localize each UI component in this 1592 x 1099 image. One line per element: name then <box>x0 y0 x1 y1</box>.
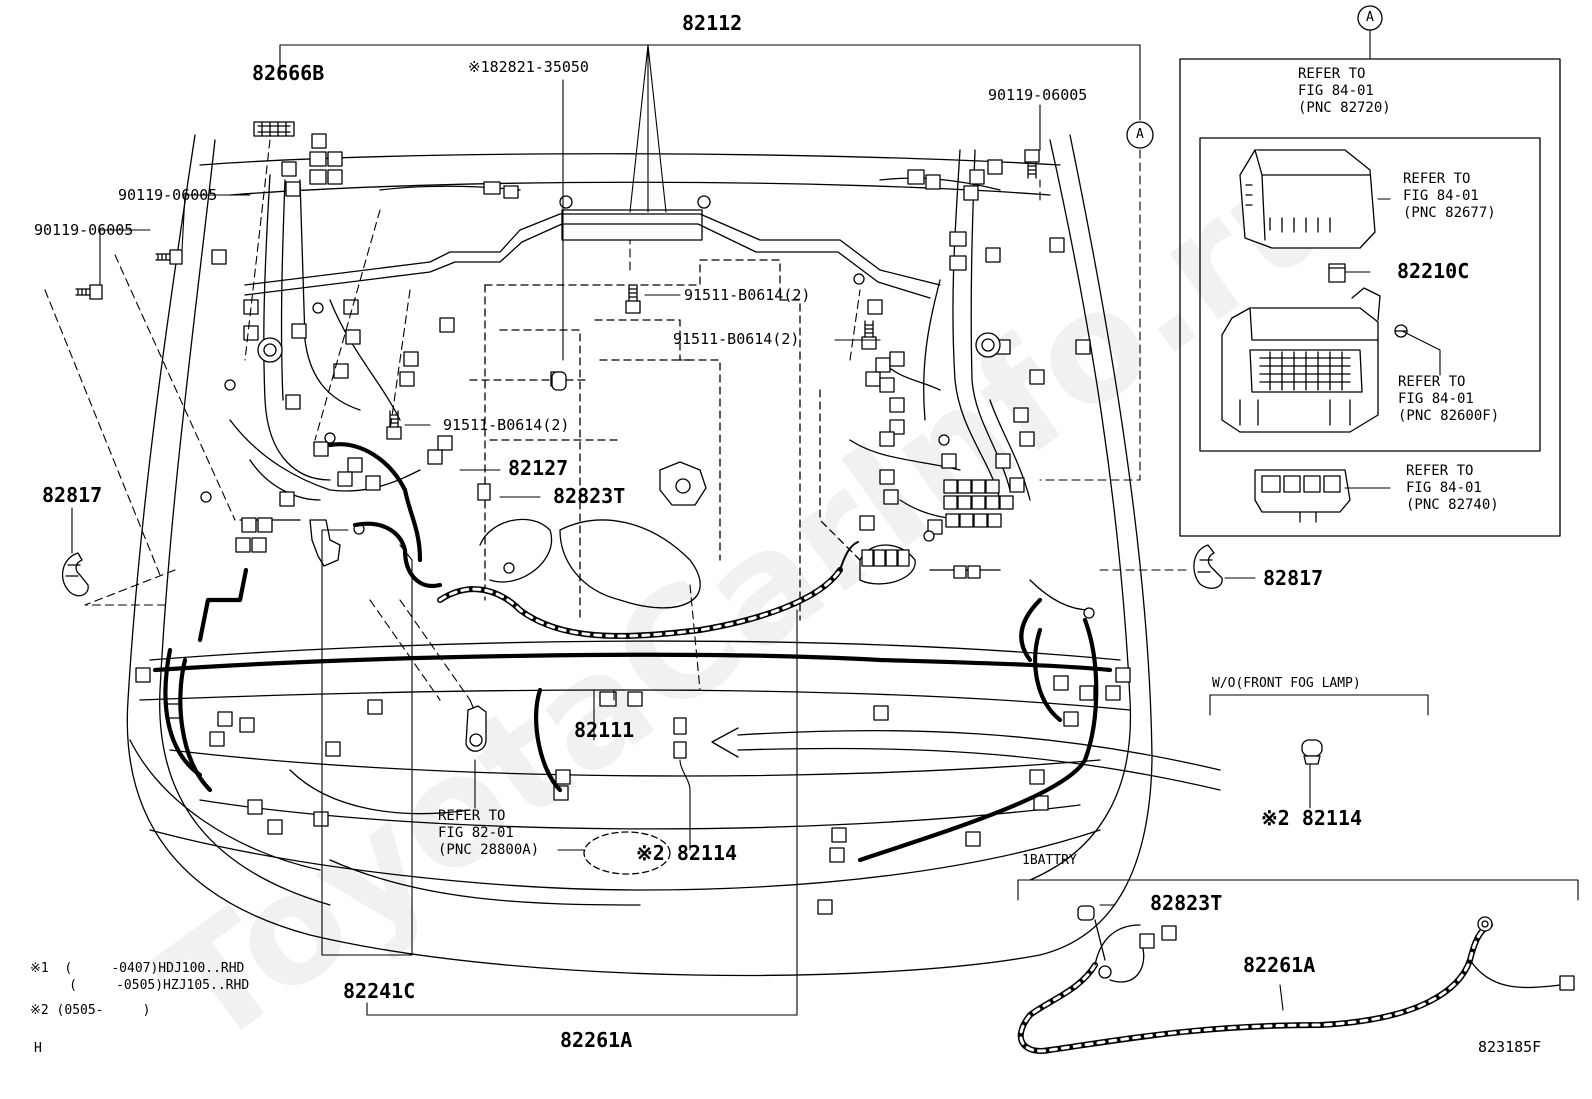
clip-82817-right <box>1193 544 1223 589</box>
callout-a-main: A <box>1136 127 1144 142</box>
part-82823t-main[interactable]: 82823T <box>553 484 626 508</box>
relay-block <box>1254 469 1351 523</box>
part-82114-fog[interactable]: ※2 82114 <box>1261 806 1363 830</box>
footnote-2: ※2 (0505- ) <box>30 1003 151 1018</box>
part-82666b[interactable]: 82666B <box>252 61 325 85</box>
part-90119-left-b[interactable]: 90119-06005 <box>34 221 134 239</box>
figure-code: 823185F <box>1478 1038 1542 1056</box>
part-91511-c[interactable]: 91511-B0614(2) <box>443 416 570 434</box>
ref-pnc-28800a[interactable]: REFER TO FIG 82-01 (PNC 28800A) <box>438 808 540 858</box>
junction-block <box>1221 287 1381 433</box>
corner-mark: H <box>34 1041 42 1056</box>
callout-a-top: A <box>1366 10 1374 25</box>
ref-pnc-82600f[interactable]: REFER TO FIG 84-01 (PNC 82600F) <box>1398 374 1500 424</box>
ref-pnc-82677[interactable]: REFER TO FIG 84-01 (PNC 82677) <box>1403 171 1496 221</box>
part-82127[interactable]: 82127 <box>508 456 569 480</box>
dashed-leaders <box>44 139 1191 713</box>
part-82261a-main[interactable]: 82261A <box>560 1028 633 1052</box>
section-fog-lamp: W/O(FRONT FOG LAMP) <box>1212 676 1361 691</box>
reference-oval <box>583 831 671 875</box>
harness-82261a <box>437 541 859 639</box>
harness-wires <box>229 149 1091 611</box>
part-91511-a[interactable]: 91511-B0614(2) <box>684 286 811 304</box>
part-90119-left-a[interactable]: 90119-06005 <box>118 186 218 204</box>
engine-details <box>479 461 916 609</box>
footnote-1b: ( -0505)HZJ105..RHD <box>30 978 250 993</box>
clip-82817-left <box>61 552 89 597</box>
part-82114-main[interactable]: ※2 82114 <box>636 841 738 865</box>
fuse-box-cover <box>1239 149 1376 249</box>
part-82112[interactable]: 82112 <box>682 11 743 35</box>
engine-block <box>469 259 861 621</box>
harness-top <box>244 177 1001 299</box>
harness-main <box>152 442 1113 863</box>
part-82241c[interactable]: 82241C <box>343 979 416 1003</box>
part-91511-b[interactable]: 91511-B0614(2) <box>673 330 800 348</box>
part-82823t-battery[interactable]: 82823T <box>1150 891 1223 915</box>
part-82261a-battery[interactable]: 82261A <box>1243 953 1316 977</box>
callout-circles <box>1126 5 1383 149</box>
grommets <box>200 273 1095 619</box>
part-82210c[interactable]: 82210C <box>1397 259 1470 283</box>
leader-lines <box>71 29 1579 1016</box>
bolts <box>75 149 1040 440</box>
part-82821-35050[interactable]: ※182821-35050 <box>468 58 589 76</box>
part-90119-top-right[interactable]: 90119-06005 <box>988 86 1088 104</box>
body-outline <box>126 134 1153 977</box>
footnote-1a: ※1 ( -0407)HDJ100..RHD <box>30 961 245 976</box>
ref-pnc-82740[interactable]: REFER TO FIG 84-01 (PNC 82740) <box>1406 463 1499 513</box>
ref-pnc-82720[interactable]: REFER TO FIG 84-01 (PNC 82720) <box>1298 66 1391 116</box>
part-82817-left[interactable]: 82817 <box>42 483 103 507</box>
battery-arrow <box>711 727 1221 791</box>
connectors <box>135 133 1131 915</box>
small-parts <box>253 121 1408 765</box>
battery-harness <box>1017 905 1575 1054</box>
part-82817-right[interactable]: 82817 <box>1263 566 1324 590</box>
part-82111[interactable]: 82111 <box>574 718 635 742</box>
section-battery: 1BATTRY <box>1022 853 1077 868</box>
